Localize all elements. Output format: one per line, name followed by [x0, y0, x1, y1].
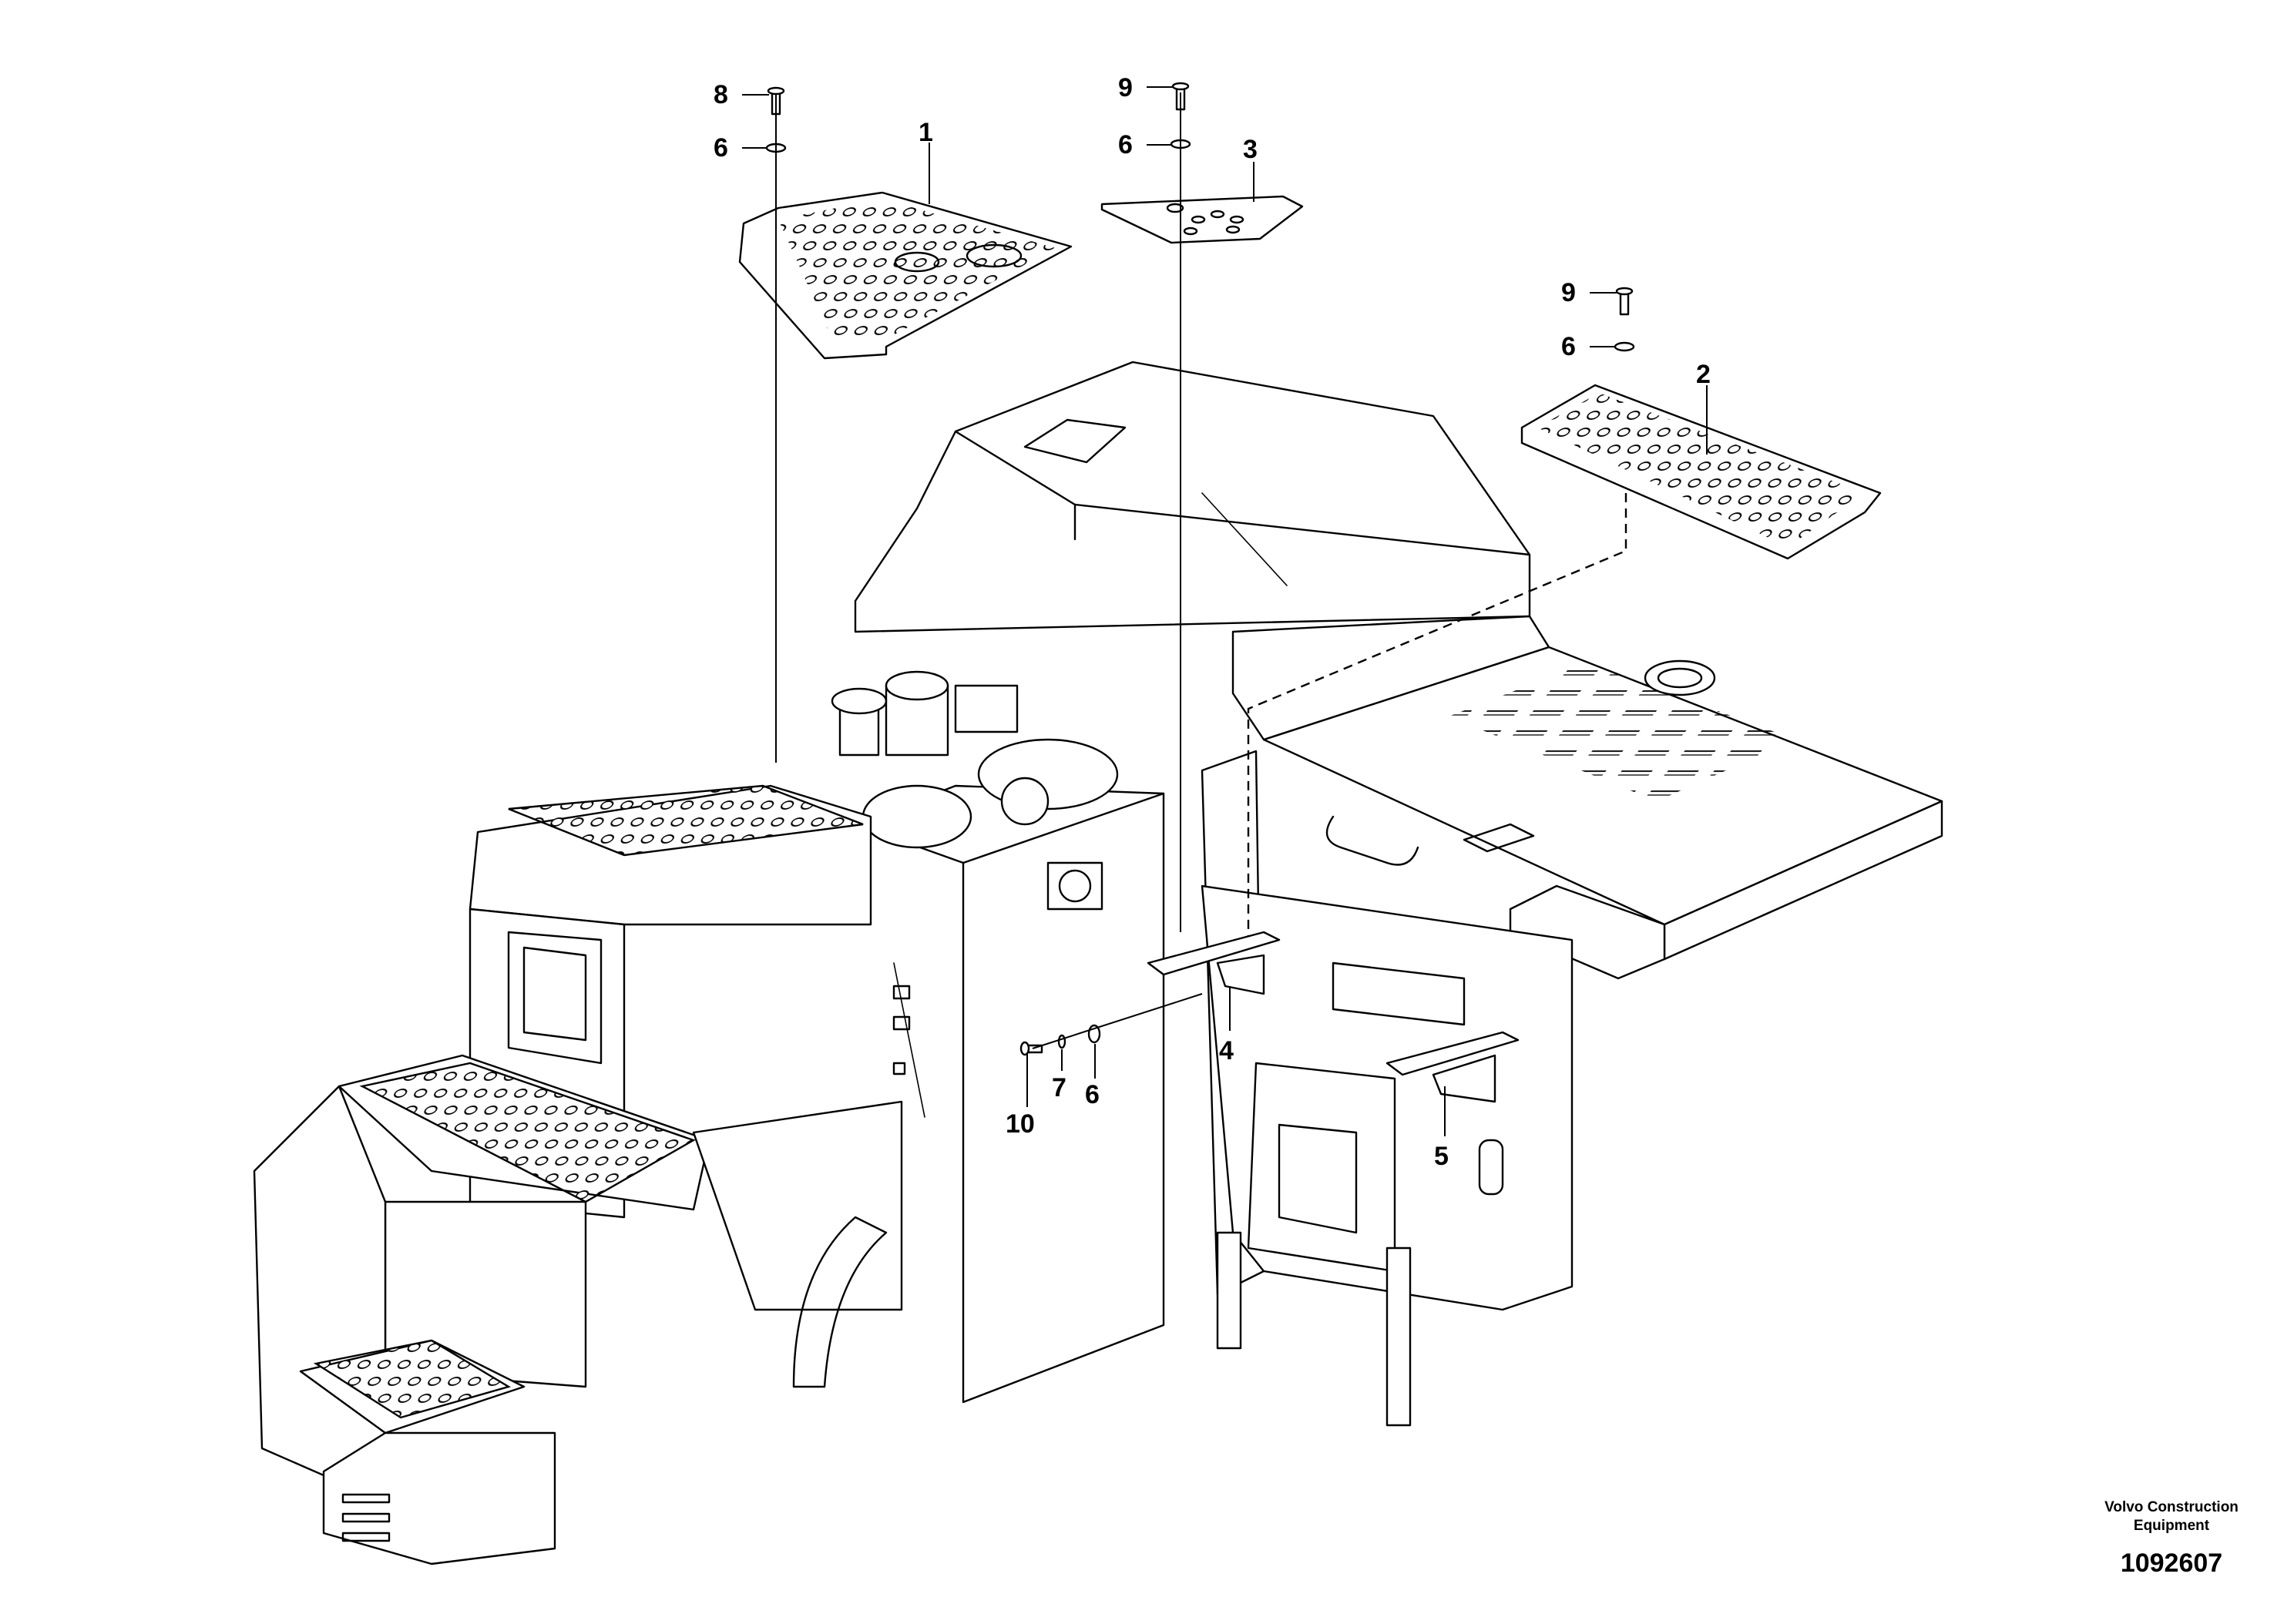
callout-3: 3: [1243, 135, 1258, 164]
machine-assembly: [253, 361, 1943, 1565]
rear-frame: [1201, 750, 1574, 1427]
callout-leaders: [742, 86, 1708, 1136]
brand-line-1: Volvo Construction: [2104, 1499, 2239, 1515]
cover-plate-3: [1100, 195, 1304, 244]
callout-9b: 9: [1561, 278, 1576, 307]
cover-plate-1: [738, 191, 1073, 360]
bracket-4: [1147, 931, 1281, 995]
brand-line-2: Equipment: [2134, 1518, 2210, 1534]
callout-10: 10: [1006, 1109, 1035, 1139]
callout-7: 7: [1052, 1073, 1066, 1102]
document-number: 1092607: [2121, 1549, 2222, 1578]
callout-8: 8: [714, 80, 728, 109]
callout-labels: 1 2 3 4 5 6 6 6 6 7 8 9 9 10: [714, 73, 1711, 1171]
title-block: Volvo Construction Equipment 1092607: [2104, 1499, 2239, 1578]
callout-9a: 9: [1118, 73, 1133, 102]
engine-hood: [1231, 615, 1943, 980]
step-plate-2: [1520, 384, 1882, 560]
callout-1: 1: [919, 118, 933, 147]
callout-6c: 6: [1561, 332, 1576, 361]
callout-6b: 6: [1118, 130, 1133, 159]
upper-housing: [854, 361, 1531, 633]
callout-6a: 6: [714, 133, 728, 163]
callout-5: 5: [1434, 1142, 1449, 1171]
callout-2: 2: [1696, 360, 1711, 389]
bracket-5: [1385, 1031, 1520, 1103]
left-steps: [253, 784, 903, 1565]
callout-6d: 6: [1085, 1080, 1100, 1109]
hydraulic-tank: [831, 670, 1165, 1404]
assembly-lines: [775, 92, 1627, 1049]
callout-4: 4: [1219, 1036, 1234, 1065]
